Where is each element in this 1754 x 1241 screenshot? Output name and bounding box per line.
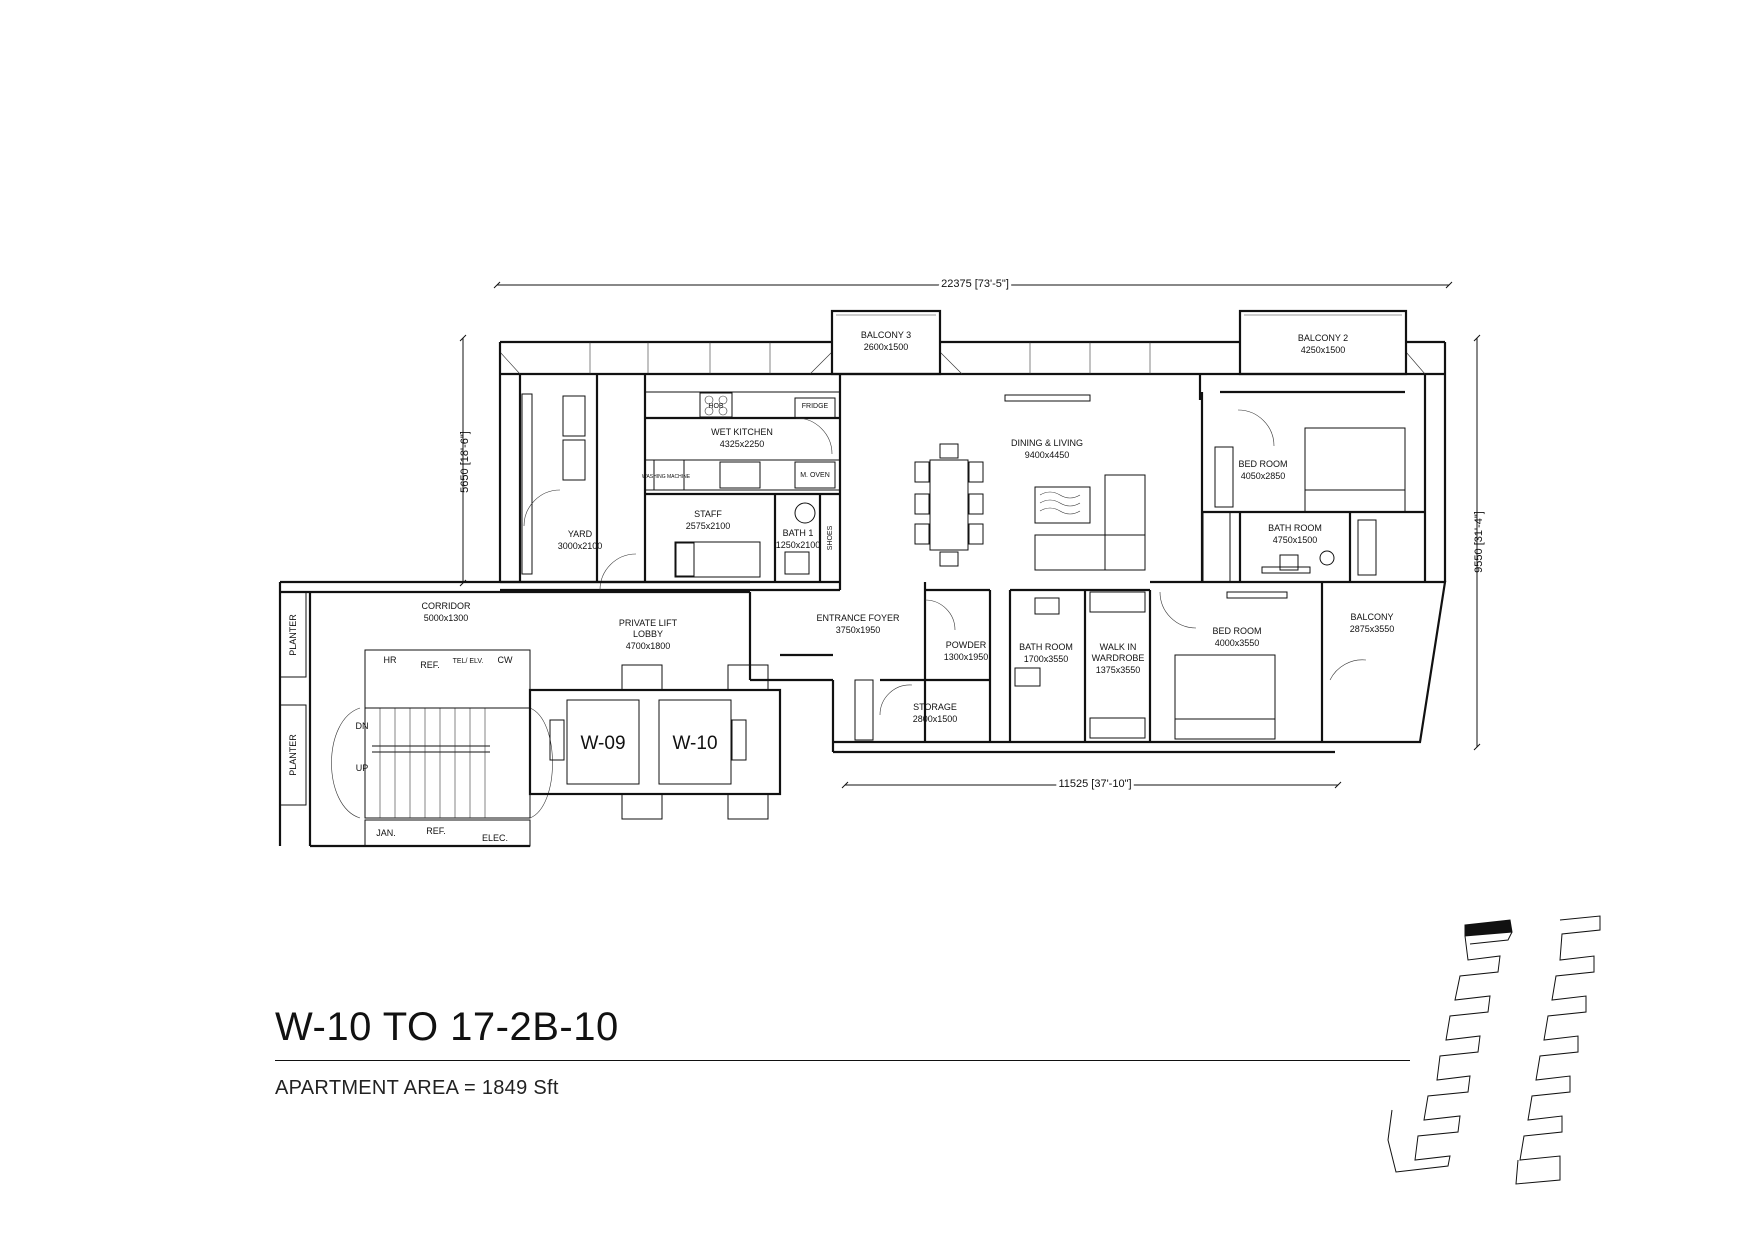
room-wet-kitchen-size: 4325x2250 <box>720 439 765 449</box>
room-bedroom2-name: BED ROOM <box>1212 626 1261 636</box>
fixture-hob: HOB <box>708 403 724 410</box>
room-balcony3-size: 2600x1500 <box>864 342 909 352</box>
dim-bottom: 11525 [37'-10"] <box>1058 778 1131 790</box>
room-staff-name: STAFF <box>694 509 722 519</box>
room-walkin-name1: WALK IN <box>1100 642 1137 652</box>
title-rule <box>275 1060 1410 1061</box>
core-labels: PLANTER PLANTER HR REF. TEL/ ELV. CW DN … <box>288 614 718 843</box>
core-elec: ELEC. <box>482 833 508 843</box>
room-bathroom1-size: 4750x1500 <box>1273 535 1318 545</box>
room-bedroom2-size: 4000x3550 <box>1215 638 1260 648</box>
lift-w09: W-09 <box>580 733 625 754</box>
room-balcony2-size: 4250x1500 <box>1301 345 1346 355</box>
room-bathroom2-name: BATH ROOM <box>1019 642 1073 652</box>
room-bathroom2-size: 1700x3550 <box>1024 654 1069 664</box>
room-yard-size: 3000x2100 <box>558 541 603 551</box>
apartment-walls <box>278 309 1447 848</box>
dim-top: 22375 [73'-5"] <box>941 278 1009 290</box>
room-storage-name: STORAGE <box>913 702 957 712</box>
room-corridor-name: CORRIDOR <box>422 601 471 611</box>
room-walkin-name2: WARDROBE <box>1092 653 1145 663</box>
room-yard-name: YARD <box>568 529 593 539</box>
core-planter-2: PLANTER <box>288 734 298 776</box>
room-lift-lobby-name2: LOBBY <box>633 629 663 639</box>
room-lift-lobby-name1: PRIVATE LIFT <box>619 618 678 628</box>
core-tel: TEL/ ELV. <box>453 658 484 665</box>
room-bedroom1-name: BED ROOM <box>1238 459 1287 469</box>
core-ref-1: REF. <box>420 660 440 670</box>
core-hr: HR <box>384 655 397 665</box>
apartment-area: APARTMENT AREA = 1849 Sft <box>275 1077 559 1099</box>
core-dn: DN <box>356 721 369 731</box>
room-balcony3-name: BALCONY 3 <box>861 330 911 340</box>
room-staff-size: 2575x2100 <box>686 521 731 531</box>
core-ref-2: REF. <box>426 826 446 836</box>
fixture-washing: WASHING MACHINE <box>642 474 691 480</box>
room-storage-size: 2800x1500 <box>913 714 958 724</box>
room-bathroom1-name: BATH ROOM <box>1268 523 1322 533</box>
room-balcony-size: 2875x3550 <box>1350 624 1395 634</box>
room-entrance-foyer-name: ENTRANCE FOYER <box>816 613 900 623</box>
fixture-labels: FRIDGE M. OVEN HOB WASHING MACHINE SHOES <box>642 403 834 550</box>
fixture-fridge: FRIDGE <box>802 403 829 410</box>
room-balcony2-name: BALCONY 2 <box>1298 333 1348 343</box>
room-bedroom1-size: 4050x2850 <box>1241 471 1286 481</box>
room-dining-living-name: DINING & LIVING <box>1011 438 1083 448</box>
room-bath1-name: BATH 1 <box>783 528 814 538</box>
fixture-m-oven: M. OVEN <box>800 472 830 479</box>
room-labels: BALCONY 3 2600x1500 BALCONY 2 4250x1500 … <box>422 330 1395 724</box>
room-dining-living-size: 9400x4450 <box>1025 450 1070 460</box>
unit-title: W-10 TO 17-2B-10 <box>275 1005 619 1049</box>
room-powder-size: 1300x1950 <box>944 652 989 662</box>
core-planter-1: PLANTER <box>288 614 298 656</box>
room-lift-lobby-size: 4700x1800 <box>626 641 671 651</box>
core-jan: JAN. <box>376 828 396 838</box>
room-walkin-size: 1375x3550 <box>1096 665 1141 675</box>
fixture-shoes: SHOES <box>827 525 834 550</box>
room-bath1-size: 1250x2100 <box>776 540 821 550</box>
dim-right: 9550 [31'-4"] <box>1473 511 1485 573</box>
room-wet-kitchen-name: WET KITCHEN <box>711 427 773 437</box>
room-balcony-name: BALCONY <box>1350 612 1393 622</box>
room-powder-name: POWDER <box>946 640 987 650</box>
room-corridor-size: 5000x1300 <box>424 613 469 623</box>
core-cw: CW <box>498 655 513 665</box>
core-up: UP <box>356 763 369 773</box>
dim-left: 5650 [18'-6"] <box>459 431 471 493</box>
lift-w10: W-10 <box>672 733 717 754</box>
dimension-lines <box>459 281 1481 789</box>
key-plan <box>1387 915 1601 1185</box>
room-entrance-foyer-size: 3750x1950 <box>836 625 881 635</box>
